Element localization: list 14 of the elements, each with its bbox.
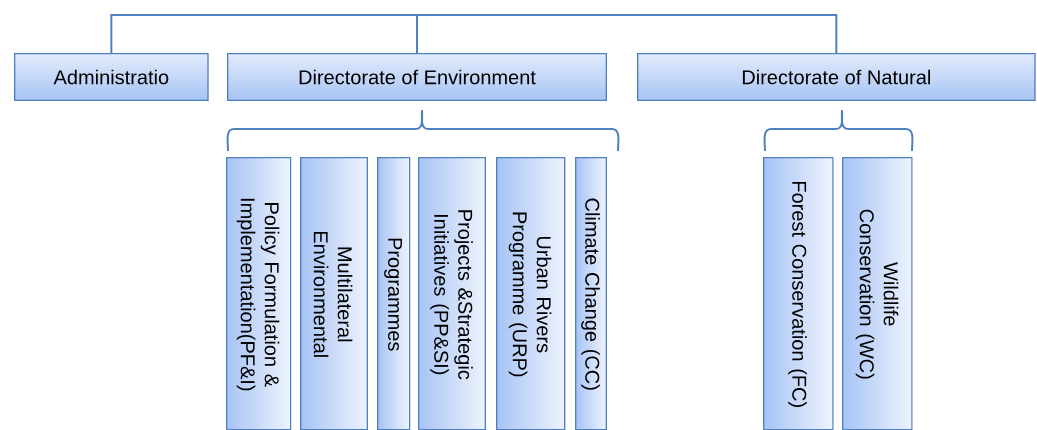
org-box: Directorate of Natural: [637, 53, 1036, 101]
org-box: Forest Conservation (FC): [763, 157, 834, 430]
org-box: Directorate of Environment: [227, 53, 607, 101]
connector-line: [416, 14, 838, 54]
org-box: Projects &Strategic Initiatives (PP&SI): [418, 157, 486, 430]
org-box: Climate Change (CC): [575, 157, 607, 430]
org-box: Urban Rivers Programme (URP): [496, 157, 566, 430]
org-box: Policy Formulation & Implementation(PF&I): [226, 157, 292, 430]
org-box: Wildlife Conservation (WC): [842, 157, 913, 430]
connector-line: [416, 14, 418, 54]
org-box: Multilateral Environmental: [300, 157, 368, 430]
connector-line: [110, 14, 418, 54]
org-box: Programmes: [377, 157, 411, 430]
org-box: Administratio: [14, 53, 209, 101]
